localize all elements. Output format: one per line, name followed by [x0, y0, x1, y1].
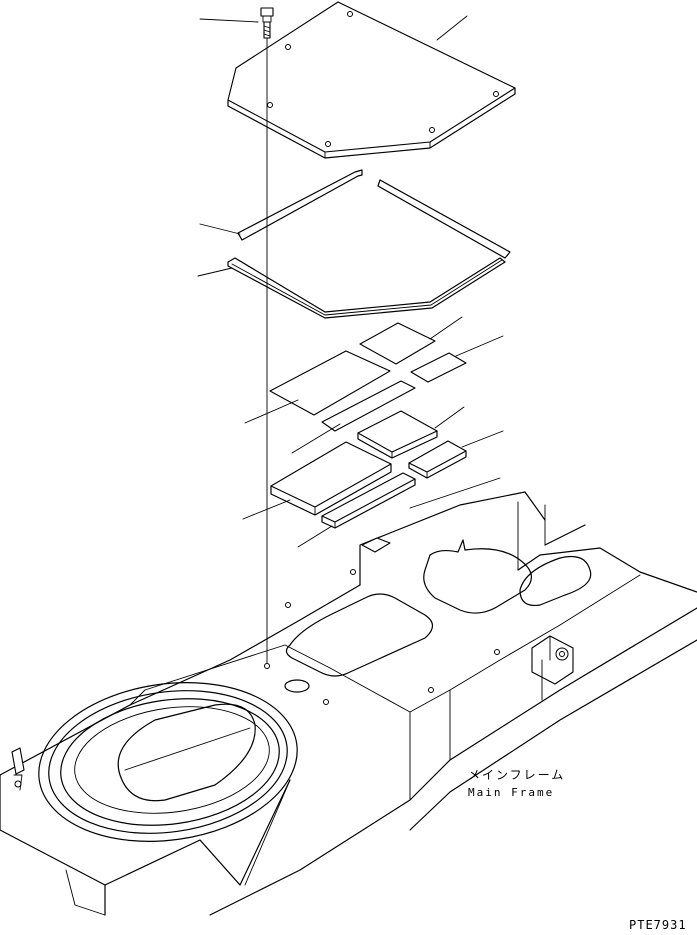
seal-strip-upper-left [237, 169, 363, 241]
block-pad-center [357, 410, 438, 459]
block-pad-right [408, 440, 467, 479]
grease-fitting [11, 747, 25, 791]
frame-bolt-hole [323, 699, 329, 705]
bolt-hole [285, 44, 291, 50]
deck-cutout [285, 593, 434, 677]
frame-bolt-hole [428, 687, 434, 693]
frame-bolt-hole [494, 649, 500, 655]
bolt-hole [493, 91, 499, 97]
seal-strip-upper-right [377, 179, 511, 259]
rear-cutout [423, 539, 532, 614]
bolt-hole [347, 11, 353, 17]
mounting-bolt [260, 7, 274, 39]
bolt-hole [267, 102, 273, 108]
swing-circle-ring [38, 682, 298, 842]
main-frame-label-jp: メインフレーム [468, 768, 566, 782]
block-pad-large [270, 441, 392, 516]
bolt-hole [325, 141, 331, 147]
cover-plate [227, 1, 516, 159]
frame-bracket [531, 635, 574, 701]
drawing-code: PTE7931 [629, 918, 687, 932]
sponge-pad-small-right [410, 352, 467, 383]
frame-bolt-hole [285, 602, 291, 608]
frame-bolt-hole [264, 663, 270, 669]
leader-lines [197, 15, 504, 548]
bolt-hole [429, 127, 435, 133]
frame-bolt-hole [350, 569, 356, 575]
main-frame [0, 491, 697, 916]
sponge-pad-strip-mid [321, 380, 416, 432]
sponge-pad-large [269, 350, 391, 416]
seal-strip-lower [227, 257, 506, 319]
block-pad-strip [321, 472, 416, 529]
sponge-pad-top [359, 322, 436, 365]
main-frame-label-en: Main Frame [468, 786, 555, 799]
deck-small-hole [284, 679, 310, 693]
